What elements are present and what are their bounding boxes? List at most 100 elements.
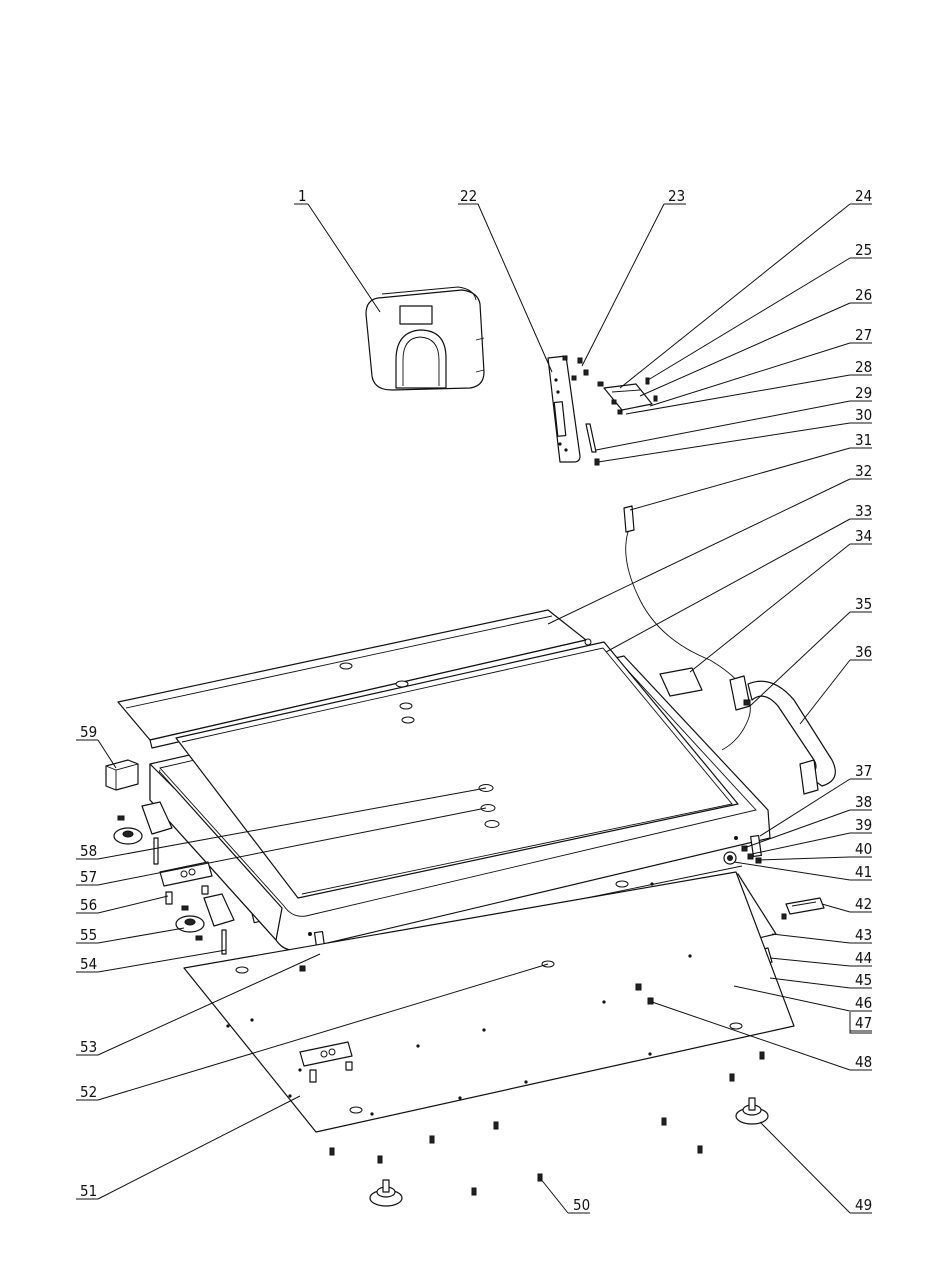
- callout-label-58: 58: [80, 842, 97, 860]
- callout-label-24: 24: [855, 187, 872, 205]
- callout-44: 44: [770, 949, 872, 967]
- callout-51: 51: [76, 1096, 300, 1200]
- callout-label-40: 40: [855, 840, 872, 858]
- part-connector-strip: [782, 898, 824, 919]
- callout-label-36: 36: [855, 643, 872, 661]
- callout-leader-45: [770, 978, 850, 988]
- part-indicator-head: [366, 287, 484, 390]
- callout-leader-1: [308, 204, 380, 312]
- callout-leader-22: [478, 204, 552, 372]
- callout-leader-50: [540, 1178, 568, 1213]
- part-handle: [730, 676, 835, 794]
- callout-leader-24: [620, 204, 850, 388]
- callout-45: 45: [770, 971, 872, 989]
- callout-label-27: 27: [855, 326, 872, 344]
- callout-label-33: 33: [855, 502, 872, 520]
- callout-leader-26: [640, 303, 850, 396]
- callout-leader-25: [648, 258, 850, 380]
- callout-label-32: 32: [855, 462, 872, 480]
- part-pin-29: [586, 424, 596, 452]
- callout-leader-43: [772, 934, 850, 943]
- callout-label-1: 1: [298, 187, 307, 205]
- callout-leader-35: [750, 612, 850, 706]
- callout-label-47: 47: [855, 1014, 872, 1032]
- callout-47: 47: [850, 1012, 872, 1033]
- callout-leader-33: [606, 519, 850, 652]
- callout-23: 23: [582, 187, 686, 366]
- part-left-caster-front: [176, 894, 234, 954]
- callout-40: 40: [758, 840, 872, 860]
- callout-label-42: 42: [855, 895, 872, 913]
- callout-leader-34: [690, 544, 850, 672]
- callout-label-59: 59: [80, 723, 97, 741]
- callout-label-48: 48: [855, 1053, 872, 1071]
- callout-leader-49: [760, 1122, 850, 1213]
- part-foot-right: [736, 1098, 768, 1124]
- callout-42: 42: [822, 895, 872, 913]
- callout-26: 26: [640, 286, 872, 396]
- part-screw-52: [300, 966, 305, 971]
- callout-leader-28: [626, 375, 850, 414]
- callout-label-52: 52: [80, 1083, 97, 1101]
- callout-leader-56: [98, 896, 168, 913]
- callout-59: 59: [76, 723, 116, 768]
- callout-label-37: 37: [855, 762, 872, 780]
- callout-leader-51: [98, 1096, 300, 1199]
- callout-leader-31: [630, 448, 850, 510]
- callout-label-51: 51: [80, 1182, 97, 1200]
- callout-label-46: 46: [855, 994, 872, 1012]
- callout-label-56: 56: [80, 896, 97, 914]
- callout-label-31: 31: [855, 431, 872, 449]
- part-small-bracket: [598, 378, 657, 414]
- callout-label-23: 23: [668, 187, 685, 205]
- callout-label-49: 49: [855, 1196, 872, 1214]
- callout-25: 25: [648, 241, 872, 380]
- callout-label-34: 34: [855, 527, 872, 545]
- callout-leader-44: [770, 958, 850, 966]
- callout-label-25: 25: [855, 241, 872, 259]
- callout-label-44: 44: [855, 949, 872, 967]
- callout-leader-41: [734, 862, 850, 880]
- callout-label-28: 28: [855, 358, 872, 376]
- callout-label-22: 22: [460, 187, 477, 205]
- callout-leader-27: [650, 343, 850, 406]
- callout-label-38: 38: [855, 793, 872, 811]
- callout-label-41: 41: [855, 863, 872, 881]
- part-label-plate: [660, 668, 702, 696]
- callout-leader-42: [822, 904, 850, 912]
- callout-41: 41: [734, 862, 872, 881]
- callout-label-26: 26: [855, 286, 872, 304]
- callout-1: 1: [294, 187, 380, 312]
- part-foot-left: [370, 1180, 402, 1206]
- callout-49: 49: [760, 1122, 872, 1214]
- callout-leader-40: [758, 857, 850, 860]
- callout-leader-32: [548, 479, 850, 624]
- callout-label-55: 55: [80, 926, 97, 944]
- callout-50: 50: [540, 1178, 590, 1214]
- part-bracket-plate: [548, 356, 580, 462]
- callout-leader-59: [98, 740, 116, 768]
- callout-31: 31: [630, 431, 872, 510]
- callout-label-30: 30: [855, 406, 872, 424]
- callout-leader-55: [98, 928, 184, 943]
- callout-label-50: 50: [573, 1196, 590, 1214]
- callout-label-35: 35: [855, 595, 872, 613]
- callout-34: 34: [690, 527, 872, 672]
- callout-27: 27: [650, 326, 872, 406]
- callout-label-57: 57: [80, 868, 97, 886]
- callout-35: 35: [750, 595, 872, 706]
- callout-label-39: 39: [855, 816, 872, 834]
- part-block-59: [106, 760, 138, 790]
- callout-32: 32: [548, 462, 872, 624]
- callout-label-43: 43: [855, 926, 872, 944]
- callout-label-45: 45: [855, 971, 872, 989]
- callout-label-29: 29: [855, 384, 872, 402]
- callout-leader-23: [582, 204, 664, 366]
- callout-label-54: 54: [80, 955, 97, 973]
- callout-56: 56: [76, 896, 168, 914]
- callout-leader-36: [800, 660, 850, 724]
- callout-36: 36: [800, 643, 872, 724]
- callout-55: 55: [76, 926, 184, 944]
- callout-label-53: 53: [80, 1038, 97, 1056]
